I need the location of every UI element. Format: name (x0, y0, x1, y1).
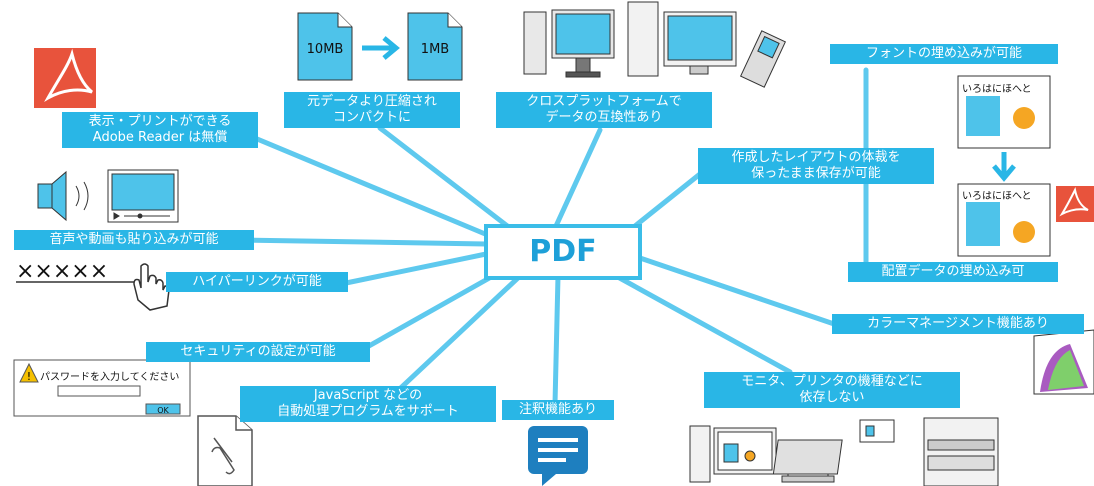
node-javascript-line2: 自動処理プログラムをサポート (277, 404, 459, 419)
file-after-size: 1MB (421, 42, 449, 57)
mobile-phone-icon (739, 30, 787, 88)
node-compression-line1: 元データより圧縮され (307, 94, 437, 109)
sample-text: いろはにほへと (962, 83, 1032, 95)
connector-lines (237, 67, 869, 407)
node-device-independence-line2: 依存しない (799, 390, 865, 405)
node-device-independence: モニタ、プリンタの機種などに 依存しない (704, 372, 960, 408)
font-sample-page (957, 75, 1051, 149)
warning-icon: ! (19, 362, 39, 383)
node-javascript-line1: JavaScript などの (313, 388, 423, 403)
node-cross-platform: クロスプラットフォームで データの互換性あり (496, 92, 712, 128)
dialog-ok-button: OK (157, 406, 169, 415)
node-layout-keep: 作成したレイアウトの体裁を 保ったまま保存が可能 (698, 148, 934, 184)
video-player-icon (107, 169, 179, 223)
file-before-icon (297, 12, 353, 81)
node-adobe-reader-line1: 表示・プリントができる (88, 114, 232, 129)
node-security: セキュリティの設定が可能 (146, 342, 370, 362)
desktop-computer-icon (689, 425, 777, 483)
node-compression: 元データより圧縮され コンパクトに (284, 92, 460, 128)
center-node-pdf: PDF (484, 224, 642, 280)
node-compression-line2: コンパクトに (332, 110, 411, 125)
node-color-management: カラーマネージメント機能あり (832, 314, 1084, 334)
acrobat-icon (34, 48, 96, 108)
sample-text: いろはにほへと (962, 190, 1032, 202)
node-adobe-reader-line2: Adobe Reader は無償 (92, 130, 228, 145)
node-javascript: JavaScript などの 自動処理プログラムをサポート (240, 386, 496, 422)
desktop-computer-icon (523, 9, 615, 78)
node-device-independence-line1: モニタ、プリンタの機種などに (741, 374, 923, 389)
dialog-message: パスワードを入力してください (40, 370, 179, 383)
font-sample-page (957, 183, 1051, 257)
node-font-embed: フォントの埋め込みが可能 (830, 44, 1058, 64)
node-layout-keep-line1: 作成したレイアウトの体裁を (731, 150, 901, 165)
node-media: 音声や動画も貼り込みが可能 (14, 230, 254, 250)
node-adobe-reader: 表示・プリントができる Adobe Reader は無償 (62, 112, 258, 148)
arrow-down-icon (992, 152, 1016, 182)
password-dialog (13, 359, 191, 417)
printer-icon (772, 419, 895, 475)
speaker-icon (37, 170, 89, 222)
hand-cursor-icon (133, 263, 170, 311)
node-cross-platform-line1: クロスプラットフォームで (526, 94, 682, 109)
arrow-right-icon (362, 36, 400, 60)
comment-icon (528, 426, 588, 486)
node-cross-platform-line2: データの互換性あり (545, 110, 663, 125)
desktop-computer-icon (627, 1, 737, 77)
color-gamut-icon (1033, 329, 1094, 395)
svg-text:!: ! (27, 370, 31, 383)
node-hyperlink: ハイパーリンクが可能 (166, 272, 348, 292)
script-file-icon (197, 415, 253, 486)
acrobat-icon (1056, 186, 1094, 222)
printer-icon (923, 417, 999, 486)
file-before-size: 10MB (307, 42, 344, 57)
file-after-icon (407, 12, 463, 81)
node-annotation: 注釈機能あり (502, 400, 614, 420)
link-text: ××××× (16, 259, 108, 284)
node-placed-data: 配置データの埋め込み可 (848, 262, 1058, 282)
node-layout-keep-line2: 保ったまま保存が可能 (751, 166, 881, 181)
